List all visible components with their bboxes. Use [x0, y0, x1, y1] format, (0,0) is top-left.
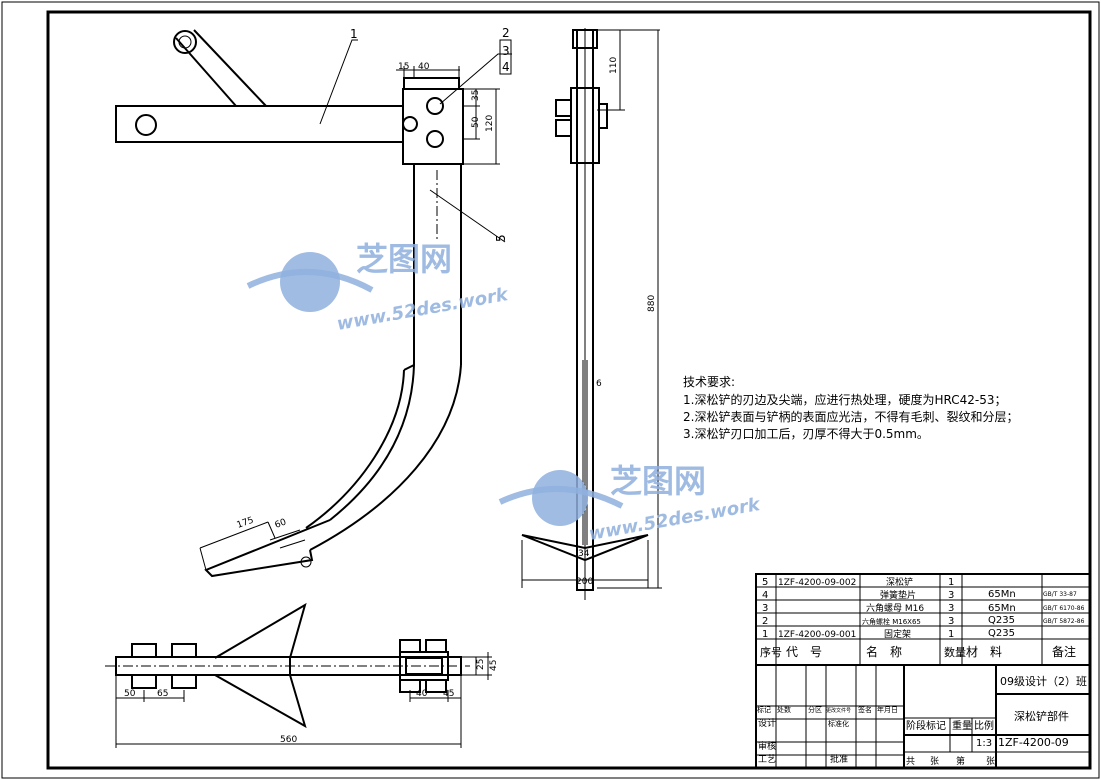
tb-sheet-0: 共	[906, 756, 915, 767]
bom-qty-3: 3	[948, 603, 954, 614]
dim-25: 25	[476, 659, 486, 670]
bom-name-5: 深松铲	[886, 576, 913, 588]
watermark-cn-2: 芝图网	[610, 462, 706, 500]
bom-no-1: 1	[762, 629, 768, 640]
bom-mat-5: 65Mn	[988, 589, 1016, 600]
tb-mark-4: 签名	[858, 705, 872, 714]
dim-50: 50	[471, 116, 481, 128]
bom-no-5: 5	[762, 577, 768, 588]
tb-role-process: 工艺	[758, 754, 776, 765]
callout-4: 4	[502, 60, 510, 74]
bom-h-no: 序号	[760, 645, 782, 659]
dim-560: 560	[280, 735, 297, 745]
dim-6: 6	[596, 379, 602, 389]
tb-sheet-1: 张	[930, 756, 939, 767]
callout-2: 2	[502, 26, 510, 40]
bom-no-3: 3	[762, 603, 768, 614]
dim-34: 34	[578, 549, 590, 559]
top-view: 560 50 65 40 45 25 45	[105, 602, 499, 748]
bom-name-2: 六角螺栓 M16X65	[862, 617, 921, 626]
dim-40-top: 40	[416, 689, 428, 699]
tb-mark-2: 分区	[808, 705, 822, 714]
tb-drawing-no: 1ZF-4200-09	[998, 736, 1069, 749]
bom-table: 5 1ZF-4200-09-002 深松铲 1 65Mn GB/T 33-87 …	[755, 573, 1091, 769]
tech-item-1: 1.深松铲的刃边及尖端，应进行热处理，硬度为HRC42-53；	[683, 392, 1006, 407]
bom-h-note: 备注	[1052, 644, 1076, 659]
dim-120: 120	[485, 115, 495, 132]
tb-scale-label: 比例	[974, 719, 994, 732]
bom-no-4: 4	[762, 590, 768, 601]
front-view: 110 880 6 34 200	[521, 28, 662, 600]
dim-45-side: 45	[489, 660, 499, 671]
bom-note-5: GB/T 33-87	[1043, 591, 1077, 598]
dim-45-top: 45	[443, 689, 454, 699]
tb-school: 09级设计（2）班	[1000, 675, 1087, 688]
bom-qty-2: 3	[948, 616, 954, 627]
dim-15: 15	[398, 62, 409, 72]
bom-name-3: 六角螺母 M16	[866, 602, 924, 614]
tb-role-review: 审核	[758, 740, 776, 752]
bom-code-1: 1ZF-4200-09-001	[778, 630, 856, 640]
bom-note-2: GB/T 5872-86	[1043, 618, 1085, 625]
dim-110: 110	[609, 57, 619, 74]
inner-frame	[46, 10, 1092, 770]
title-block: 标记 处数 分区 更改文件号 签名 年月日 设计 标准化 审核 工艺 批准 阶段…	[756, 665, 1090, 768]
tb-scale: 1:3	[976, 738, 992, 749]
bom-no-2: 2	[762, 616, 768, 627]
bom-mat-4: 65Mn	[988, 603, 1016, 614]
watermark-url: www.52des.work	[335, 284, 510, 335]
bom-qty-1: 1	[948, 629, 954, 640]
tb-role-design: 设计	[758, 717, 776, 729]
callout-3: 3	[502, 44, 510, 58]
tb-mark-0: 标记	[757, 705, 771, 714]
side-view: 15 40 35 50 120 175 60 1 2 3 4 5	[115, 26, 512, 578]
watermark-cn: 芝图网	[356, 240, 452, 278]
bom-h-name: 名 称	[866, 644, 902, 659]
watermark-2: 芝图网 www.52des.work	[498, 462, 762, 545]
dim-200: 200	[576, 577, 593, 587]
bom-h-qty: 数量	[944, 646, 966, 659]
bom-h-code: 代 号	[786, 645, 822, 659]
tb-role-std: 标准化	[828, 719, 849, 728]
tech-item-2: 2.深松铲表面与铲柄的表面应光洁，不得有毛刺、裂纹和分层；	[683, 409, 1018, 424]
bom-name-1: 固定架	[884, 628, 911, 640]
tb-weight-label: 重量	[952, 719, 972, 732]
watermark-1: 芝图网 www.52des.work	[246, 240, 510, 335]
tb-sheet-3: 张	[986, 756, 995, 767]
tech-title: 技术要求:	[683, 375, 735, 389]
tb-mark-1: 处数	[777, 705, 791, 714]
dim-65: 65	[157, 689, 168, 699]
tb-sheet-2: 第	[956, 755, 965, 767]
tech-requirements: 技术要求: 1.深松铲的刃边及尖端，应进行热处理，硬度为HRC42-53； 2.…	[683, 375, 1018, 441]
tb-mark-5: 年月日	[877, 705, 898, 714]
tb-title: 深松铲部件	[1014, 709, 1069, 723]
bom-qty-4: 3	[948, 590, 954, 601]
bom-qty-5: 1	[948, 577, 954, 588]
bom-mat-2: Q235	[988, 628, 1015, 639]
callout-5: 5	[494, 234, 508, 242]
callout-1: 1	[350, 27, 358, 41]
bom-code-5: 1ZF-4200-09-002	[778, 578, 856, 588]
bom-name-4: 弹簧垫片	[880, 589, 916, 601]
dim-880: 880	[647, 295, 657, 312]
tb-role-approve: 批准	[830, 753, 848, 765]
dim-60: 60	[274, 517, 288, 530]
tb-stage-label: 阶段标记	[906, 719, 946, 732]
bom-mat-3: Q235	[988, 615, 1015, 626]
bom-h-mat: 材 料	[966, 645, 1002, 659]
bom-note-3: GB/T 6170-86	[1043, 605, 1085, 612]
dim-50: 50	[124, 689, 136, 699]
dim-35: 35	[471, 90, 481, 101]
tb-mark-3: 更改文件号	[826, 707, 851, 714]
dim-40: 40	[418, 62, 430, 72]
tech-item-3: 3.深松铲刃口加工后，刃厚不得大于0.5mm。	[683, 426, 929, 441]
